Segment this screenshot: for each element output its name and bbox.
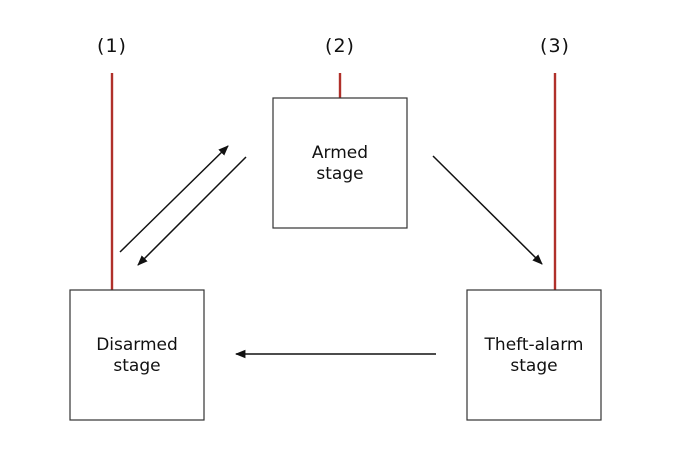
state-theft-alarm: Theft-alarm stage bbox=[466, 289, 602, 421]
arrow-armed-to-disarmed bbox=[137, 156, 247, 266]
state-box-disarmed bbox=[69, 289, 205, 421]
arrow-disarmed-to-armed bbox=[119, 145, 229, 253]
marker-label-2: (2) bbox=[325, 35, 355, 57]
state-armed: Armed stage bbox=[272, 97, 408, 229]
state-label-disarmed-line1: Disarmed bbox=[96, 335, 178, 355]
arrow-armed-to-theft bbox=[432, 155, 543, 265]
state-label-armed-line1: Armed bbox=[312, 143, 368, 163]
state-disarmed: Disarmed stage bbox=[69, 289, 205, 421]
state-box-theft-alarm bbox=[466, 289, 602, 421]
state-label-armed-line2: stage bbox=[316, 164, 363, 184]
marker-label-3: (3) bbox=[540, 35, 570, 57]
state-label-theft-line2: stage bbox=[510, 356, 557, 376]
state-label-theft-line1: Theft-alarm bbox=[484, 335, 584, 355]
marker-label-1: (1) bbox=[97, 35, 127, 57]
state-label-disarmed-line2: stage bbox=[113, 356, 160, 376]
state-box-armed bbox=[272, 97, 408, 229]
